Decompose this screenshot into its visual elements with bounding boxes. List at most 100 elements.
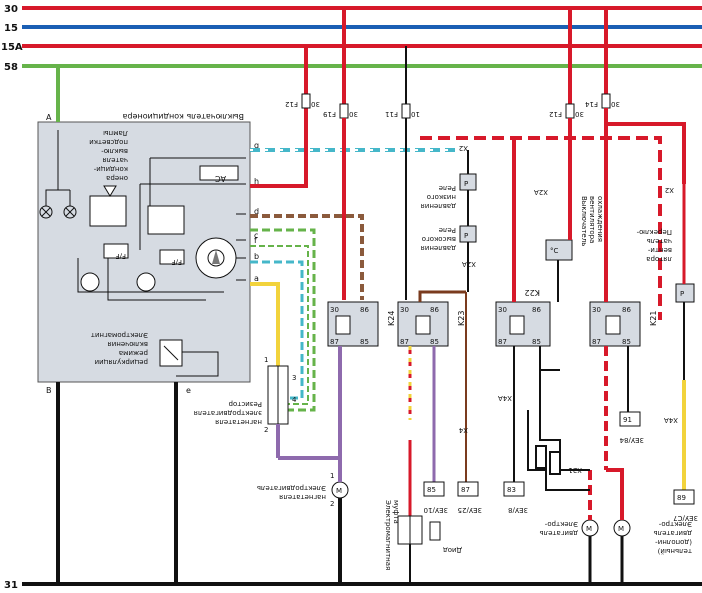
svg-text:87: 87	[400, 338, 409, 346]
ecu-pins: 85 3ЕУ/10 87 3ЕУ/25 83 3ЕУ/8 91 3ЕУ/84 8…	[423, 411, 698, 522]
term-A: A	[46, 113, 52, 122]
blower-label-2: нагнетателя	[279, 493, 326, 501]
lamp-icon	[39, 130, 77, 219]
fuse-5: 30 F14	[585, 8, 620, 109]
svg-text:онера: онера	[106, 174, 128, 182]
relay-k24-id: K24	[387, 311, 396, 326]
connector-label-x4a: X4A	[498, 394, 512, 402]
svg-text:Электро-: Электро-	[658, 520, 692, 528]
svg-text:вентилятора: вентилятора	[588, 196, 596, 243]
svg-text:10: 10	[411, 110, 420, 118]
term-d: d	[254, 207, 259, 216]
bus-label-58: 58	[4, 62, 18, 73]
bus-label-31: 31	[4, 580, 18, 591]
svg-text:30: 30	[498, 306, 507, 314]
svg-text:Электромагнит: Электромагнит	[91, 331, 148, 339]
ac-switch-internals	[77, 157, 246, 301]
term-f: f	[254, 236, 257, 245]
diode-label: Диод	[443, 546, 462, 554]
relay-k21: K21 30 86 85 87	[589, 124, 658, 470]
term-c: c	[254, 231, 258, 240]
ac-switch-block: Выключатель кондиционера A B e g h d c f…	[37, 66, 259, 584]
blower-pin-2: 2	[330, 500, 334, 508]
clutch-label-2: муфта	[392, 500, 400, 524]
svg-text:30: 30	[349, 110, 358, 118]
svg-text:30: 30	[611, 100, 620, 108]
svg-text:83: 83	[507, 486, 516, 494]
resistor-pin-4: 4	[292, 396, 297, 404]
svg-text:F11: F11	[385, 110, 398, 118]
blower-label-1: Электродвигатель	[257, 484, 326, 492]
svg-text:режима: режима	[119, 349, 148, 357]
svg-text:85: 85	[430, 338, 439, 346]
svg-text:3ЕУ/25: 3ЕУ/25	[458, 506, 482, 514]
ac-label: AC	[215, 174, 226, 183]
svg-text:3ЕУ/84: 3ЕУ/84	[619, 436, 644, 444]
term-b: b	[254, 252, 259, 261]
resistor: 1 2 3 4 Резистор электродвигателя нагнет…	[194, 356, 340, 460]
fans: M Электро- двигатель M Электро- двигател…	[540, 468, 692, 584]
lamp-label: Лампы подсветки выклю- чателя кондици- о…	[89, 129, 128, 182]
relay-k22: K22 30 86 85 87	[495, 140, 560, 482]
magnet-label: Электромагнит включения режима рециркуля…	[91, 331, 148, 366]
svg-text:87: 87	[461, 486, 470, 494]
svg-text:91: 91	[623, 416, 632, 424]
bus-lines	[22, 6, 702, 586]
relay-k24: K24 30 86 85 87	[327, 301, 396, 458]
svg-text:охлаждения: охлаждения	[596, 196, 604, 242]
bus-label-15a: 15A	[1, 42, 23, 53]
svg-text:87: 87	[498, 338, 507, 346]
relay-signal-line	[420, 136, 662, 320]
term-g: g	[254, 141, 259, 150]
term-a: a	[254, 274, 259, 283]
ac-switch-title: Выключатель кондиционера	[122, 112, 244, 121]
svg-text:30: 30	[400, 306, 409, 314]
svg-text:низкого: низкого	[427, 193, 456, 201]
svg-text:85: 85	[360, 338, 369, 346]
relay-k23-id: K23	[457, 311, 466, 326]
relay-k21-id: K21	[649, 311, 658, 326]
connector-label-x2-right: X2	[665, 186, 674, 194]
svg-text:Выключатель: Выключатель	[580, 196, 588, 246]
ff-label-1: F/F	[116, 252, 126, 260]
pressure-relays: P P Реле низкого давления Реле высокого …	[421, 150, 477, 292]
svg-text:кондици-: кондици-	[93, 165, 128, 173]
connector-label-x2: X2	[459, 144, 468, 152]
vent-switch-letter: P	[680, 290, 684, 298]
term-B: B	[46, 386, 52, 395]
svg-text:Лампы: Лампы	[103, 129, 128, 137]
svg-text:3ЕУ/8: 3ЕУ/8	[508, 506, 528, 514]
low-pressure-letter: P	[464, 180, 468, 188]
svg-text:86: 86	[360, 306, 369, 314]
switch-wires	[250, 108, 460, 412]
svg-text:F19: F19	[323, 110, 336, 118]
svg-text:выклю-: выклю-	[101, 147, 128, 155]
svg-text:85: 85	[532, 338, 541, 346]
ac-indicator	[199, 165, 239, 181]
svg-text:F12: F12	[549, 110, 562, 118]
connector-label-x4a-right: X4A	[664, 416, 678, 424]
svg-text:двигатель: двигатель	[540, 529, 578, 537]
fuses: 30 F12 30 F19 10 F11 30 F12 30 F14	[285, 8, 620, 300]
svg-text:венти-: венти-	[647, 246, 672, 254]
fuse-1: 30 F12	[285, 46, 320, 109]
ecu-box-3: 83 3ЕУ/8	[503, 481, 528, 514]
svg-text:Реле: Реле	[439, 184, 456, 192]
resistor-pin-1: 1	[264, 356, 268, 364]
resistor-label-2: электродвигателя	[194, 409, 262, 417]
svg-text:86: 86	[532, 306, 541, 314]
fuse-3: 10 F11	[385, 46, 420, 300]
magnet-symbol	[159, 339, 219, 377]
svg-text:высокого: высокого	[422, 235, 456, 243]
svg-text:тельный): тельный)	[657, 547, 692, 555]
svg-text:давления: давления	[421, 244, 456, 252]
svg-text:86: 86	[430, 306, 439, 314]
svg-text:подсветки: подсветки	[89, 138, 128, 146]
svg-text:86: 86	[622, 306, 631, 314]
clutch: Электромагнитная муфта Диод	[384, 500, 462, 584]
bus-label-30: 30	[4, 4, 18, 15]
resistor-pin-2: 2	[264, 426, 268, 434]
resistor-label-1: Резистор	[228, 400, 262, 408]
svg-text:лятора: лятора	[646, 255, 672, 263]
vent-switch: P Переклю- чатель венти- лятора	[636, 184, 695, 490]
